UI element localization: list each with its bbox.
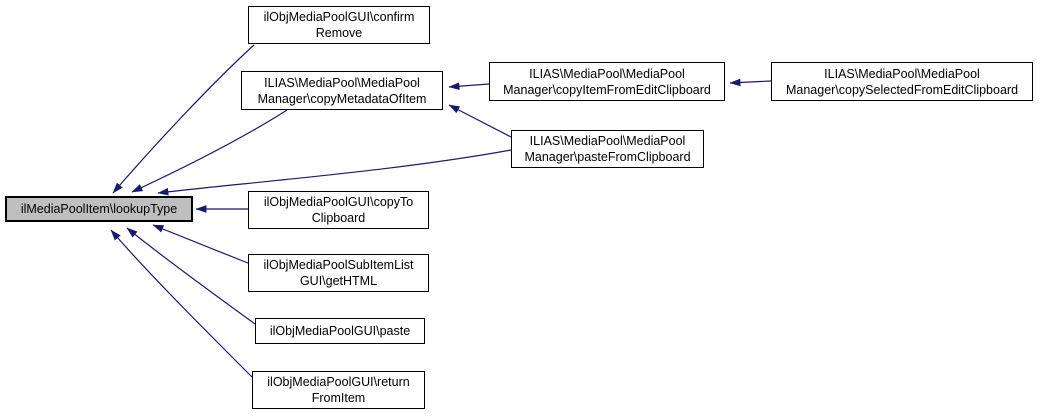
node-mediapoolmanager-copyitemfromeditclipboard[interactable]: ILIAS\MediaPool\MediaPool Manager\copyIt… xyxy=(489,62,725,101)
node-label: Remove xyxy=(315,26,363,40)
node-ilobjmediapoolgui-returnfromitem[interactable]: ilObjMediaPoolGUI\return FromItem xyxy=(252,371,425,409)
node-ilobjmediapoolgui-confirmremove[interactable]: ilObjMediaPoolGUI\confirm Remove xyxy=(248,6,430,44)
node-label: FromItem xyxy=(311,391,366,405)
node-label: GUI\getHTML xyxy=(299,274,378,288)
node-ilobjmediapoolgui-copytoclipboard[interactable]: ilObjMediaPoolGUI\copyTo Clipboard xyxy=(248,191,429,229)
node-label: ILIAS\MediaPool\MediaPool xyxy=(264,75,420,90)
edge-gethtml-to-lookuptype xyxy=(152,224,249,264)
node-label: ILIAS\MediaPool\MediaPool xyxy=(529,66,685,81)
edge-paste-to-lookuptype xyxy=(126,227,256,325)
node-label: ilObjMediaPoolSubItemList xyxy=(263,258,414,272)
node-ilmediapoolitem-lookuptype[interactable]: ilMediaPoolItem\lookupType xyxy=(5,196,193,222)
node-label: Clipboard xyxy=(311,211,366,225)
node-label: Manager\copySelectedFromEditClipboard xyxy=(785,82,1019,97)
node-label: ilObjMediaPoolGUI\confirm xyxy=(263,10,415,24)
node-label: Manager\copyMetadataOfItem xyxy=(257,91,427,106)
node-mediapoolmanager-copyselectedfromeditclipboard[interactable]: ILIAS\MediaPool\MediaPool Manager\copySe… xyxy=(771,62,1033,101)
node-label: ILIAS\MediaPool\MediaPool xyxy=(824,66,980,81)
edge-returnfromitem-to-lookuptype xyxy=(110,229,253,378)
node-label: ilMediaPoolItem\lookupType xyxy=(20,202,178,216)
node-ilobjmediapoolgui-paste[interactable]: ilObjMediaPoolGUI\paste xyxy=(255,318,425,344)
node-label: Manager\pasteFromClipboard xyxy=(524,150,691,164)
node-label: ilObjMediaPoolGUI\copyTo xyxy=(263,195,414,209)
edge-copyselectedfromeditclipboard-to-copyitemfromeditclipboard xyxy=(729,78,772,87)
edge-copymetadataofitem-to-lookuptype xyxy=(131,109,288,193)
node-mediapoolmanager-copymetadataofitem[interactable]: ILIAS\MediaPool\MediaPool Manager\copyMe… xyxy=(241,71,443,110)
node-label: Manager\copyItemFromEditClipboard xyxy=(503,82,711,97)
edge-pastefromclipboard-to-copymetadataofitem xyxy=(448,104,512,138)
edge-pastefromclipboard-to-lookuptype xyxy=(157,149,512,196)
edge-confirmremove-to-lookuptype xyxy=(112,44,255,194)
node-label: ilObjMediaPoolGUI\paste xyxy=(269,324,411,338)
node-label: ilObjMediaPoolGUI\return xyxy=(267,375,410,389)
node-mediapoolmanager-pastefromclipboard[interactable]: ILIAS\MediaPool\MediaPool Manager\pasteF… xyxy=(511,130,704,168)
node-ilobjmediapoolsubitemlistgui-gethtml[interactable]: ilObjMediaPoolSubItemList GUI\getHTML xyxy=(248,254,429,292)
edge-copyitemfromeditclipboard-to-copymetadataofitem xyxy=(448,82,490,91)
node-label: ILIAS\MediaPool\MediaPool xyxy=(529,134,686,148)
